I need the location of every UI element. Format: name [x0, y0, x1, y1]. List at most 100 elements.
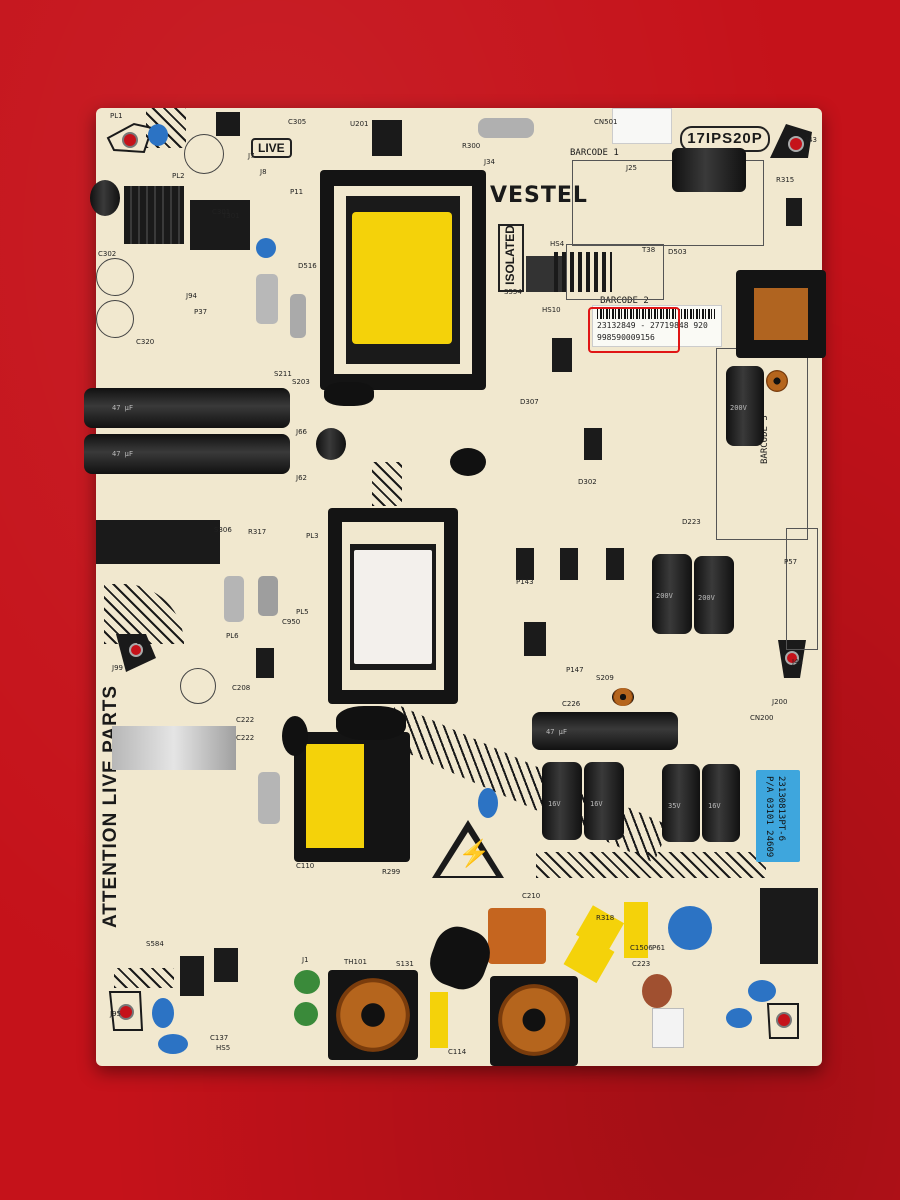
hatched-zone	[114, 968, 174, 988]
small-capacitor	[90, 180, 120, 216]
isolated-label: ISOLATED	[498, 224, 524, 292]
hatched-zone	[536, 852, 766, 878]
x-capacitor	[624, 902, 648, 958]
transistor	[584, 428, 602, 460]
capacitor	[662, 764, 700, 842]
designator: HS4	[550, 240, 565, 248]
designator: CN501	[594, 118, 618, 126]
designator: P61	[652, 944, 666, 952]
capacitor	[672, 148, 746, 192]
capacitor	[694, 556, 734, 634]
designator: S584	[146, 940, 164, 948]
capacitor-voltage: 200V	[730, 404, 747, 412]
mounting-tab-bottom-right	[766, 1003, 799, 1039]
blue-capacitor	[726, 1008, 752, 1028]
diode-package	[516, 548, 534, 580]
blue-capacitor	[158, 1034, 188, 1054]
transistor	[552, 338, 572, 372]
designator: C210	[522, 892, 541, 900]
designator: J8	[260, 168, 267, 176]
component-footprint	[96, 300, 134, 338]
barcode-bars	[597, 309, 715, 319]
designator: D223	[682, 518, 701, 526]
capacitor	[542, 762, 582, 840]
blue-sticker-line-2: P/A 03101 24609	[764, 776, 774, 858]
mains-connector	[652, 1008, 684, 1048]
aluminum-heatsink	[112, 726, 236, 770]
small-inductor	[612, 688, 634, 706]
designator: PL6	[226, 632, 239, 640]
designator: PL3	[306, 532, 319, 540]
choke-winding	[336, 978, 410, 1052]
component-outline	[786, 528, 818, 650]
designator: C305	[288, 118, 307, 126]
component-footprint	[96, 258, 134, 296]
barcode1-area	[572, 160, 764, 246]
transformer-tape	[352, 212, 452, 344]
designator: PL5	[296, 608, 309, 616]
transistor	[214, 948, 238, 982]
transistor	[216, 112, 240, 136]
transformer-label-sticker	[354, 550, 432, 664]
capacitor	[726, 366, 764, 446]
resistor	[258, 772, 280, 824]
output-capacitor	[532, 712, 678, 750]
warning-inner	[440, 832, 496, 876]
blue-capacitor	[256, 238, 276, 258]
diode-package	[560, 548, 578, 580]
small-capacitor	[316, 428, 346, 460]
designator: C226	[562, 700, 581, 708]
capacitor	[584, 762, 624, 840]
mosfet	[190, 200, 250, 250]
glue-blob	[450, 448, 486, 476]
designator: T301	[222, 212, 240, 220]
designator: U201	[350, 120, 369, 128]
designator: J42	[792, 658, 803, 666]
designator: P11	[290, 188, 304, 196]
designator: J25	[626, 164, 637, 172]
optocoupler	[372, 120, 402, 156]
heatsink	[124, 186, 184, 244]
designator: D503	[668, 248, 687, 256]
resistor	[478, 118, 534, 138]
designator: C137	[210, 1034, 229, 1042]
barcode1-label: BARCODE 1	[570, 148, 619, 158]
designator: C302	[98, 250, 117, 258]
x-capacitor	[430, 992, 448, 1048]
capacitor-voltage: 200V	[656, 592, 673, 600]
capacitor-voltage: 16V	[708, 802, 721, 810]
thermistor	[642, 974, 672, 1008]
mounting-tab-bottom-left	[108, 991, 144, 1031]
bulk-capacitor	[84, 388, 290, 428]
glue-blob	[336, 706, 406, 740]
barcode-sticker: 23132849 - 27719848 920 998590009156	[592, 305, 722, 347]
blue-sticker: 23130813PT-6 P/A 03101 24609	[756, 770, 800, 862]
designator: J94	[186, 292, 197, 300]
mounting-tab-top-right	[770, 124, 812, 158]
diode-package	[606, 548, 624, 580]
designator: C320	[136, 338, 155, 346]
transistor	[256, 648, 274, 678]
designator: J1	[302, 956, 309, 964]
transistor	[524, 622, 546, 656]
choke-winding	[498, 984, 570, 1056]
sticker-line-2: 998590009156	[597, 333, 655, 342]
designator: HS5	[216, 1044, 231, 1052]
small-inductor	[766, 370, 788, 392]
capacitor-value: 47 µF	[112, 450, 134, 458]
designator: S554	[504, 288, 522, 296]
blue-capacitor	[478, 788, 498, 818]
transistor	[180, 956, 204, 996]
designator: T38	[642, 246, 656, 254]
designator: S306	[214, 526, 232, 534]
designator: P147	[566, 666, 584, 674]
resistor	[256, 274, 278, 324]
blue-capacitor	[152, 998, 174, 1028]
glue-blob	[282, 716, 308, 756]
designator: R317	[248, 528, 267, 536]
designator: C223	[632, 960, 651, 968]
attention-live-parts-label: ATTENTION LIVE PARTS	[100, 684, 121, 928]
highlight-box	[588, 307, 680, 353]
designator: P143	[516, 578, 534, 586]
sticker-line-1: 23132849 - 27719848 920	[597, 321, 708, 330]
